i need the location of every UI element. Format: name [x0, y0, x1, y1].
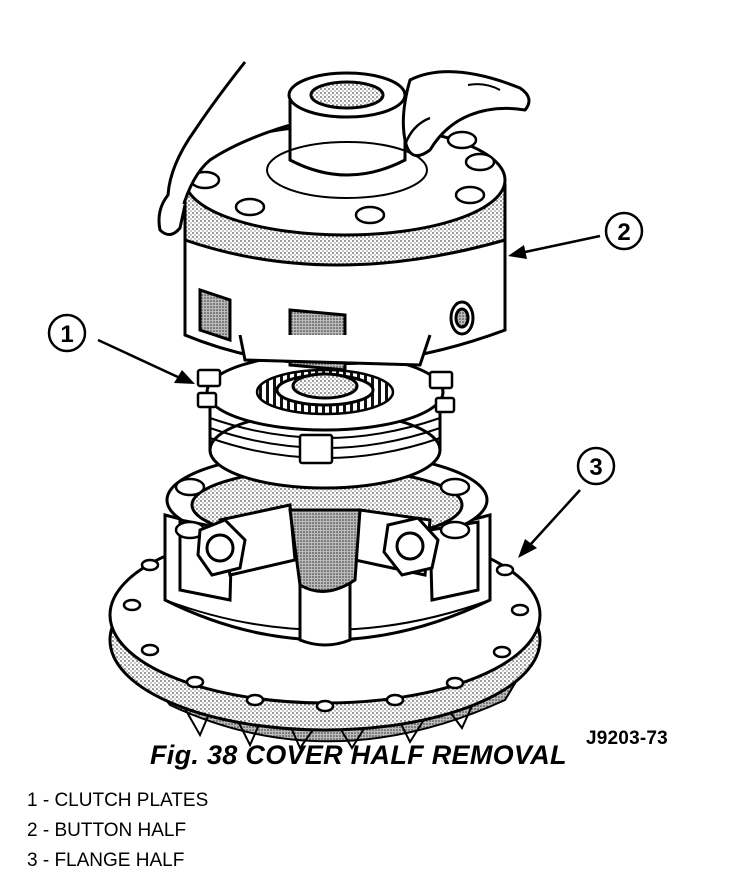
- figure-id: J9203-73: [586, 728, 668, 749]
- pinion-shaft-left: [196, 503, 297, 577]
- legend-item: 2 - BUTTON HALF: [27, 820, 187, 841]
- legend-item: 3 - FLANGE HALF: [27, 850, 185, 871]
- pinion-shaft-right: [353, 508, 440, 577]
- flange-half: [108, 450, 542, 751]
- figure-caption: Fig. 38 COVER HALF REMOVAL: [150, 740, 567, 770]
- legend: 1 - CLUTCH PLATES 2 - BUTTON HALF 3 - FL…: [27, 786, 208, 876]
- button-half: [183, 71, 507, 372]
- legend-item: 1 - CLUTCH PLATES: [27, 790, 209, 811]
- flange-bolt-holes: [122, 558, 530, 713]
- side-gear: [288, 508, 362, 593]
- callout-2: 2: [508, 211, 644, 259]
- callout-1: 1: [47, 313, 195, 384]
- svg-text:2: 2: [617, 219, 630, 246]
- clutch-plate-stack: [196, 352, 456, 490]
- hand: [157, 61, 531, 236]
- svg-text:1: 1: [60, 321, 73, 348]
- svg-text:3: 3: [589, 454, 602, 481]
- callout-3: 3: [518, 446, 616, 558]
